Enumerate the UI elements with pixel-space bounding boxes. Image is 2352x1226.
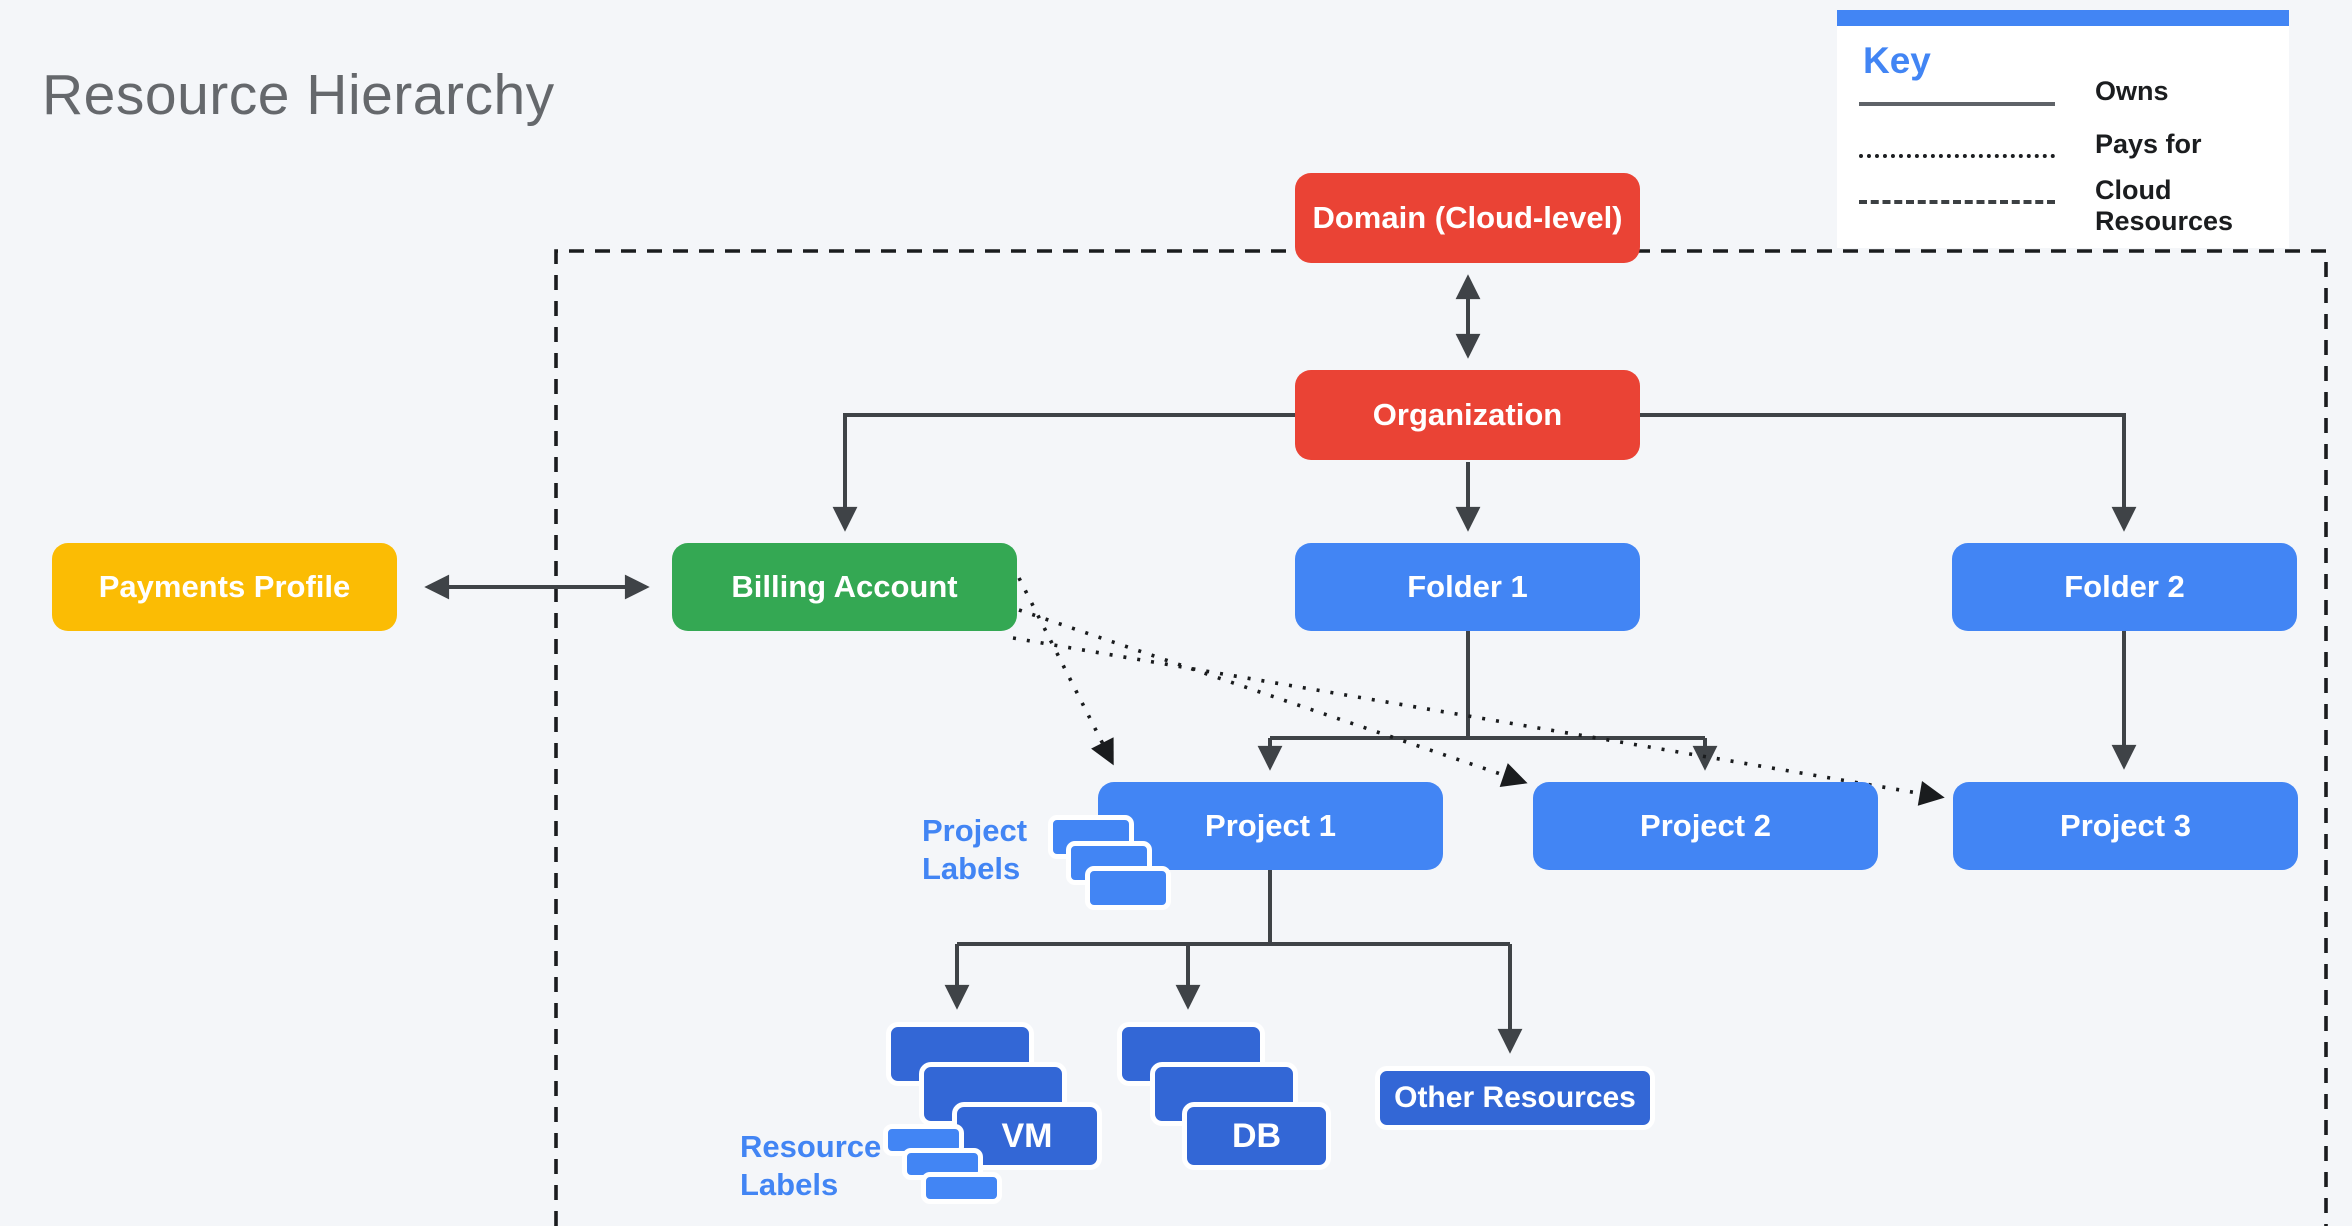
- connector-organization-billing: [832, 413, 1295, 532]
- legend-label-owns: Owns: [2095, 76, 2169, 106]
- node-project-2: Project 2: [1533, 782, 1878, 870]
- label-card: [921, 1172, 1002, 1204]
- label-card: [1085, 866, 1171, 910]
- connector-billing-pays-project2: [1018, 608, 1528, 788]
- node-project-3: Project 3: [1953, 782, 2298, 870]
- node-domain: Domain (Cloud-level): [1295, 173, 1640, 263]
- legend-label-pays-for: Pays for: [2095, 129, 2202, 159]
- node-other-resources: Other Resources: [1375, 1066, 1655, 1130]
- page-title: Resource Hierarchy: [42, 63, 555, 127]
- legend-top-bar: [1837, 10, 2289, 26]
- legend-line-dotted-icon: [1859, 154, 2055, 158]
- node-billing-account: Billing Account: [672, 543, 1017, 631]
- connector-billing-pays-project3: [1012, 636, 1945, 806]
- connector-billing-pays-project1: [1017, 577, 1114, 766]
- node-folder-1: Folder 1: [1295, 543, 1640, 631]
- legend-title: Key: [1863, 40, 1931, 81]
- resource-card-db: DB: [1182, 1102, 1331, 1170]
- legend: Key Owns Pays for Cloud Resources: [1837, 10, 2289, 248]
- legend-body: Key Owns Pays for Cloud Resources: [1837, 26, 2289, 248]
- connector-folder1-rail: [1270, 631, 1705, 740]
- node-organization: Organization: [1295, 370, 1640, 460]
- legend-label-cloud-resources: Cloud Resources: [2095, 175, 2234, 236]
- project-labels-caption: Project Labels: [922, 813, 1028, 886]
- node-folder-2: Folder 2: [1952, 543, 2297, 631]
- node-payments-profile: Payments Profile: [52, 543, 397, 631]
- resource-labels-caption: Resource Labels: [740, 1129, 882, 1202]
- legend-line-solid-icon: [1859, 102, 2055, 106]
- legend-line-dashed-icon: [1859, 200, 2055, 204]
- connector-project1-rail: [957, 870, 1510, 946]
- node-project-1: Project 1: [1098, 782, 1443, 870]
- connector-organization-folder2: [1640, 413, 2137, 532]
